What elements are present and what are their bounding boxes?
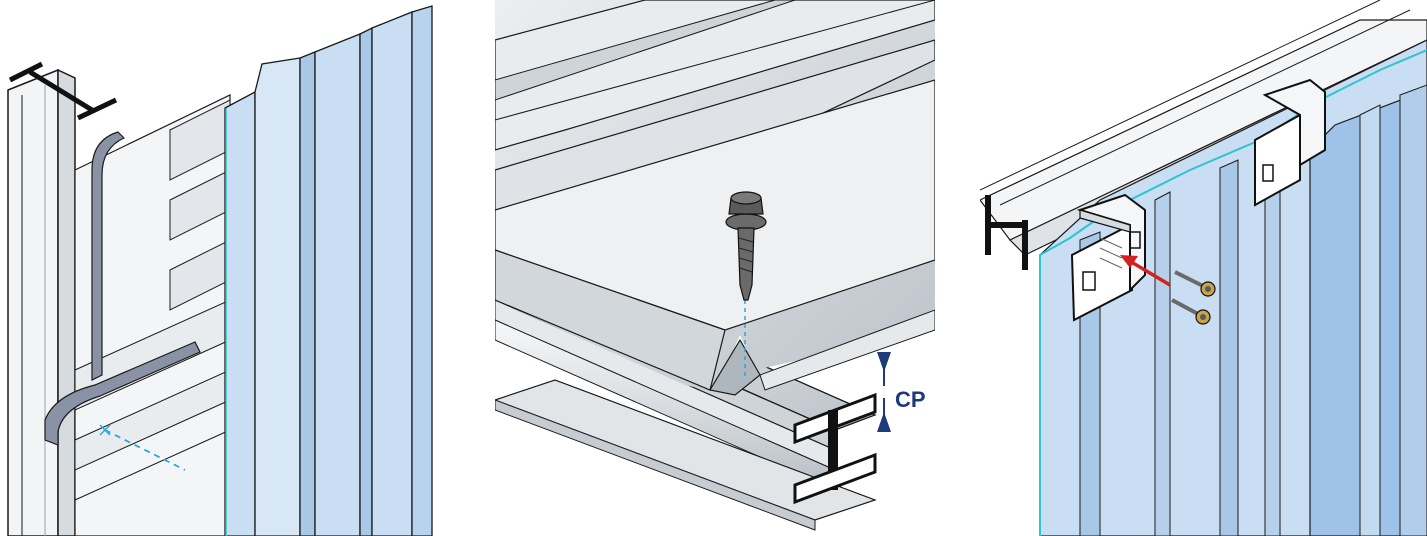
left-illustration (7, 5, 433, 536)
liner-trays (74, 94, 231, 536)
i-beam-section-icon (985, 195, 1028, 270)
dimension-label-cp: CP (895, 387, 926, 412)
self-drilling-screw-icon (725, 191, 767, 301)
right-illustration (980, 0, 1427, 536)
sealant-strip-horizontal (44, 341, 201, 446)
middle-illustration: CP (495, 0, 935, 531)
i-beam-section-icon (8, 61, 118, 121)
profiled-roof-sheet (495, 0, 935, 396)
bracket-icon-upper (1254, 78, 1326, 207)
bracket-icon (1070, 193, 1146, 322)
self-drilling-screw-icon (1174, 270, 1216, 297)
insertion-arrow (1120, 255, 1171, 287)
panel-middle-screw-fixing: CP (495, 0, 935, 536)
self-drilling-screw-icon (1171, 298, 1211, 325)
sealant-strip-vertical (91, 131, 126, 381)
panel-right-bracket-fixing (980, 0, 1427, 536)
dimension-arrows-icon (877, 352, 891, 432)
fixing-guide-line (99, 424, 186, 471)
cladding-sheets (1039, 39, 1427, 536)
panel-left-sealant-installation (0, 0, 440, 536)
steel-post (7, 68, 76, 536)
cladding-sheet (224, 5, 433, 536)
